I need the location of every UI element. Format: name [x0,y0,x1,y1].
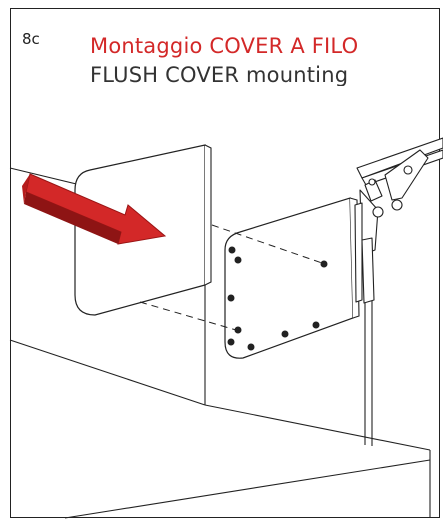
screw-hole-icon [313,322,319,328]
step-number: 8c [22,30,40,48]
screw-hole-icon [248,344,254,350]
screw-hole-icon [228,295,234,301]
screw-hole-icon [321,261,327,267]
screw-hole-icon [228,339,234,345]
alignment-guide-lower [140,302,236,330]
page-title-italian: Montaggio COVER A FILO [90,34,358,58]
cabinet-base-line [65,460,430,518]
screw-hole-icon [282,331,288,337]
cabinet-front-bottom-line [205,405,430,450]
page-title-english: FLUSH COVER mounting [90,63,348,86]
screw-hole-icon [229,247,235,253]
screw-hole-icon [235,257,241,263]
cabinet-floor-line [10,340,205,405]
lift-mechanism [355,138,443,303]
mounting-plate [225,198,359,358]
